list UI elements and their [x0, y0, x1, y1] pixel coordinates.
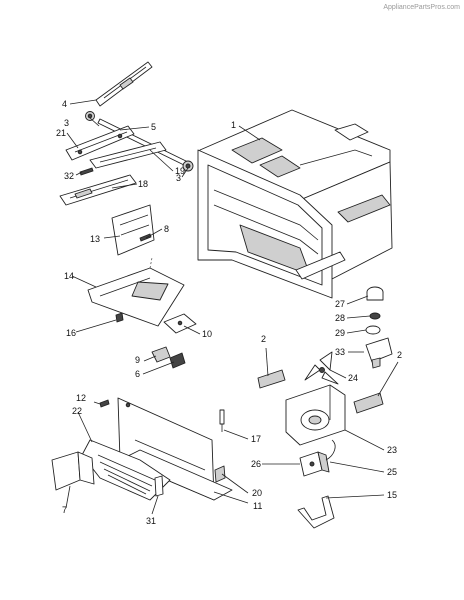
callout-22: 22 — [72, 406, 82, 416]
callout-26: 26 — [251, 459, 261, 469]
callout-5: 5 — [151, 122, 156, 132]
pinion-part-3-right — [182, 160, 194, 172]
callout-3-left: 3 — [64, 118, 69, 128]
callout-33: 33 — [335, 347, 345, 357]
callout-32: 32 — [64, 171, 74, 181]
foam-pad-part-2-right — [353, 392, 384, 414]
screw-part-8 — [139, 233, 152, 242]
slide-rail-part-18 — [59, 174, 137, 206]
callout-27: 27 — [335, 299, 345, 309]
callout-28: 28 — [335, 313, 345, 323]
foam-pad-part-2-left — [257, 369, 286, 389]
callout-23: 23 — [387, 445, 397, 455]
callout-13: 13 — [90, 234, 100, 244]
cap-part-27 — [366, 286, 384, 301]
bracket-part-13 — [111, 204, 155, 256]
watermark: AppliancePartsPros.com — [383, 4, 460, 11]
callout-25: 25 — [387, 467, 397, 477]
clip-part-16 — [115, 312, 124, 323]
insulation-part-20 — [214, 465, 226, 483]
callout-29: 29 — [335, 328, 345, 338]
sensor-wire-part-17 — [219, 409, 225, 432]
callout-1: 1 — [231, 120, 236, 130]
rail-part-4 — [95, 61, 153, 107]
screw-part-12 — [99, 399, 110, 408]
callout-20: 20 — [252, 488, 262, 498]
callout-3-right: 3 — [176, 173, 181, 183]
callout-2-left: 2 — [261, 334, 266, 344]
wire-harness-part-25 — [325, 439, 336, 461]
callout-19: 19 — [175, 166, 185, 176]
callout-6: 6 — [135, 369, 140, 379]
cover-panel-part-11 — [117, 397, 233, 501]
fan-blade-part-24 — [304, 351, 339, 385]
slide-part-19 — [89, 141, 167, 169]
callout-2-right: 2 — [397, 350, 402, 360]
freezer-housing — [197, 109, 393, 299]
callout-12: 12 — [76, 393, 86, 403]
clip-part-31 — [154, 475, 164, 497]
bracket-part-15 — [297, 495, 335, 529]
washer-part-28 — [369, 312, 381, 320]
callout-10: 10 — [202, 329, 212, 339]
fan-motor-part-26 — [299, 451, 330, 477]
slide-rail-part-21 — [65, 125, 135, 161]
cover-part-14 — [87, 257, 185, 327]
callout-15: 15 — [387, 490, 397, 500]
leader-lines — [65, 99, 399, 515]
callout-18: 18 — [138, 179, 148, 189]
bracket-part-7 — [51, 451, 95, 491]
damper-part-33 — [365, 337, 393, 369]
callout-labels: 1 2 2 3 3 4 5 6 7 8 9 10 11 12 13 14 15 … — [56, 99, 402, 526]
callout-17: 17 — [251, 434, 261, 444]
callout-21: 21 — [56, 128, 66, 138]
callout-31: 31 — [146, 516, 156, 526]
screw-part-32 — [79, 167, 94, 176]
callout-16: 16 — [66, 328, 76, 338]
callout-11: 11 — [253, 501, 262, 511]
grommet-part-29 — [365, 325, 381, 335]
callout-7: 7 — [62, 505, 67, 515]
callout-4: 4 — [62, 99, 67, 109]
callout-9: 9 — [135, 355, 140, 365]
sensor-part-6 — [169, 352, 186, 369]
fan-shroud-part-23 — [285, 384, 346, 446]
callout-24: 24 — [348, 373, 358, 383]
pinion-part-3-left — [85, 111, 95, 121]
gasket-part-10 — [163, 313, 197, 334]
thermistor-part-9 — [151, 346, 171, 363]
callout-8: 8 — [164, 224, 169, 234]
callout-14: 14 — [64, 271, 74, 281]
